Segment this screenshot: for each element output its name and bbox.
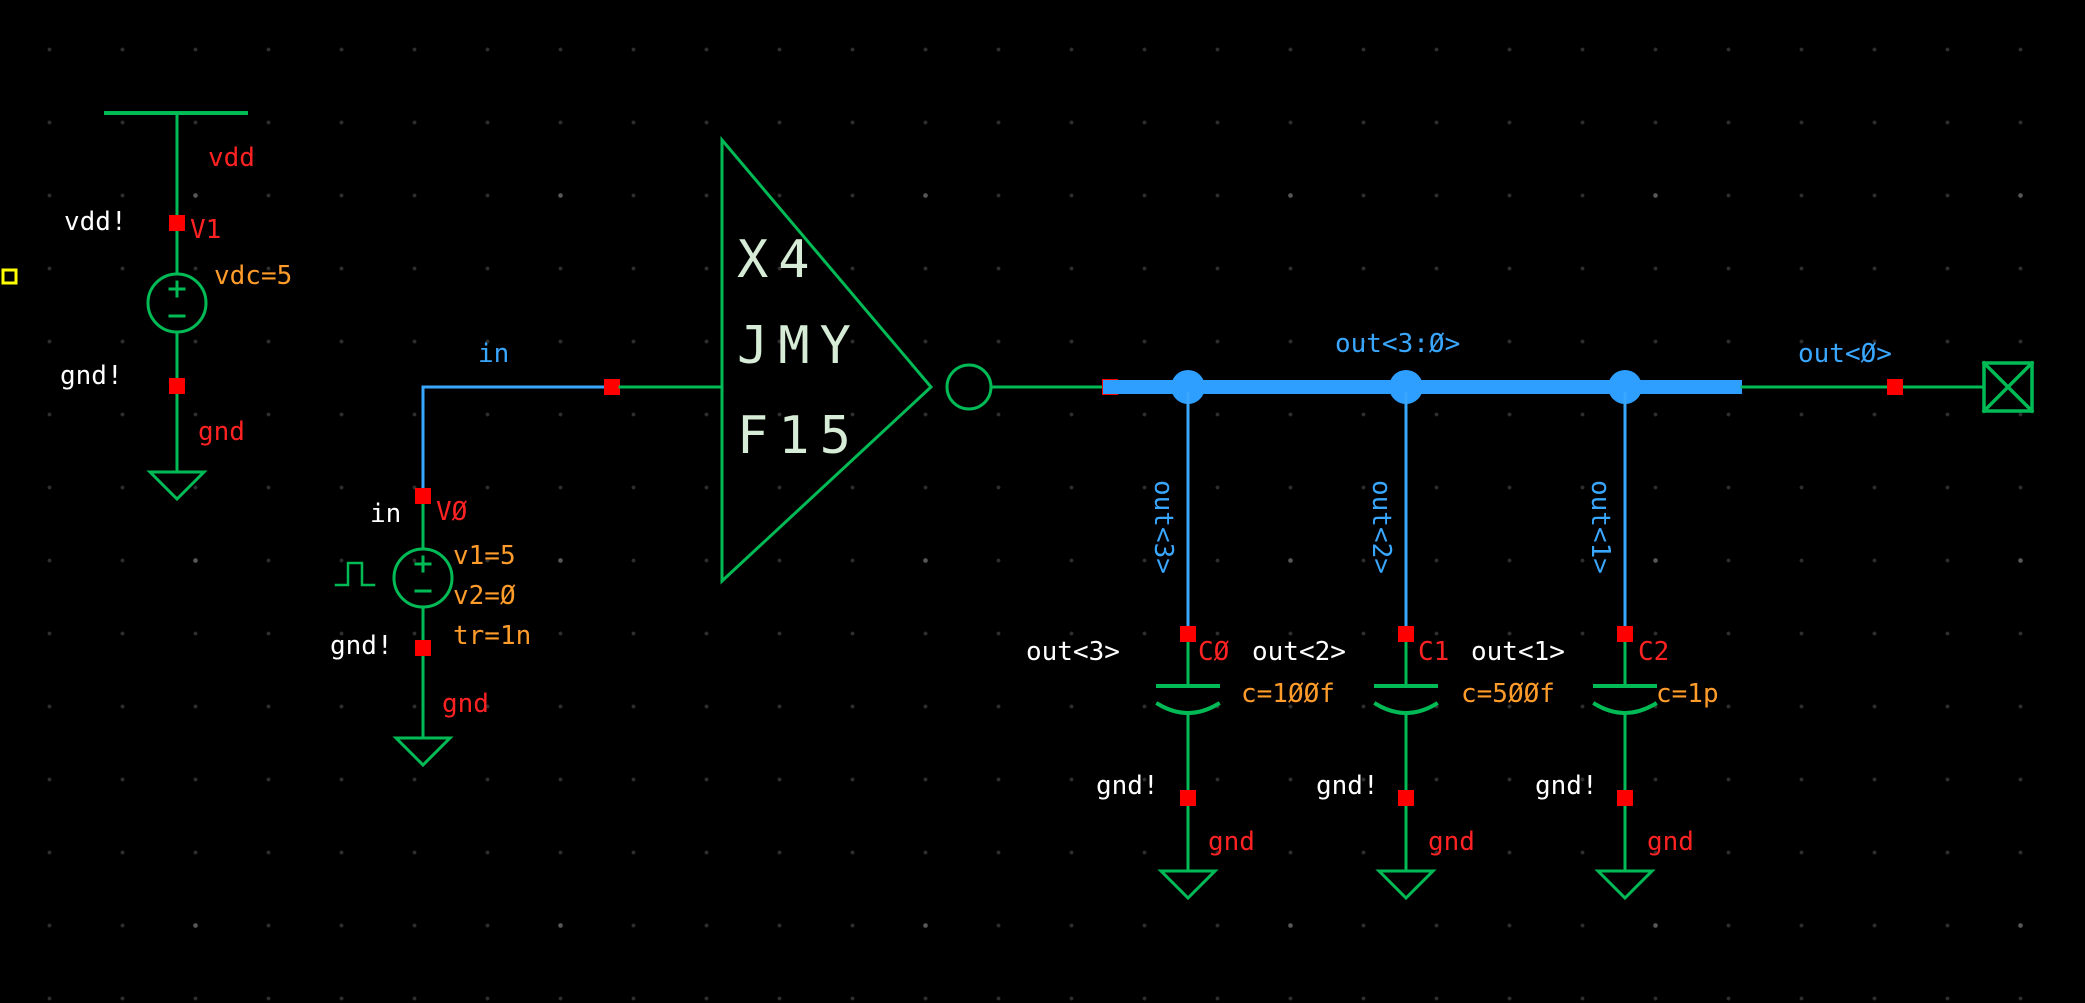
bus-tap-out2[interactable] xyxy=(1389,370,1423,404)
pin-v0-plus[interactable] xyxy=(415,488,431,504)
buffer-instance-label[interactable]: X4 xyxy=(737,230,820,290)
net-label-c2-gnd-bang[interactable]: gnd! xyxy=(1535,771,1598,801)
bus-label-out-3-0[interactable]: out<3:Ø> xyxy=(1335,329,1461,359)
buffer-output-bubble[interactable] xyxy=(945,363,993,411)
buffer-cell-label-1[interactable]: JMY xyxy=(737,316,861,376)
wire-net-in[interactable] xyxy=(421,385,614,492)
bus-tap-out1[interactable] xyxy=(1608,370,1642,404)
pin-v0-minus[interactable] xyxy=(415,640,431,656)
param-label-c0[interactable]: c=1ØØf xyxy=(1241,679,1335,709)
net-label-v0-gnd-bang[interactable]: gnd! xyxy=(330,631,393,661)
param-label-c1[interactable]: c=5ØØf xyxy=(1461,679,1555,709)
origin-marker xyxy=(1,268,18,285)
gnd-symbol-c2[interactable] xyxy=(1594,869,1656,901)
wire-label-out1[interactable]: out<1> xyxy=(1585,480,1615,574)
net-label-vdd-bang[interactable]: vdd! xyxy=(64,207,127,237)
pin-box[interactable] xyxy=(1982,361,2034,413)
net-label-out1[interactable]: out<1> xyxy=(1471,637,1565,667)
wire-label-out2[interactable]: out<2> xyxy=(1366,480,1396,574)
gnd-symbol-c1[interactable] xyxy=(1375,869,1437,901)
gnd-symbol-v1[interactable] xyxy=(146,470,208,502)
pin-c0-top[interactable] xyxy=(1180,626,1196,642)
pulse-waveform-icon xyxy=(334,561,376,587)
vpulse-source-v0[interactable] xyxy=(334,502,454,768)
instance-label-v1[interactable]: V1 xyxy=(190,215,222,245)
capacitor-c1[interactable] xyxy=(1373,640,1439,901)
pin-v1-plus[interactable] xyxy=(169,215,185,231)
wire-label-out3[interactable]: out<3> xyxy=(1148,480,1178,574)
bus-tap-out3[interactable] xyxy=(1171,370,1205,404)
net-label-c0-gnd[interactable]: gnd xyxy=(1208,827,1255,857)
pin-c1-top[interactable] xyxy=(1398,626,1414,642)
pin-box-x-icon xyxy=(1981,360,2035,414)
pin-c2-top[interactable] xyxy=(1617,626,1633,642)
net-label-out3[interactable]: out<3> xyxy=(1026,637,1120,667)
param-label-v0-v2[interactable]: v2=Ø xyxy=(453,581,516,611)
instance-label-v0[interactable]: VØ xyxy=(436,497,468,527)
pin-c2-bottom[interactable] xyxy=(1617,790,1633,806)
wire-label-out0[interactable]: out<Ø> xyxy=(1798,339,1892,369)
instance-label-c0[interactable]: CØ xyxy=(1198,637,1230,667)
net-label-out2[interactable]: out<2> xyxy=(1252,637,1346,667)
capacitor-c0[interactable] xyxy=(1155,640,1221,901)
net-label-c0-gnd-bang[interactable]: gnd! xyxy=(1096,771,1159,801)
pin-v1-minus[interactable] xyxy=(169,378,185,394)
capacitor-c2[interactable] xyxy=(1592,640,1658,901)
net-label-in[interactable]: in xyxy=(370,499,402,529)
net-label-v0-gnd[interactable]: gnd xyxy=(442,689,489,719)
gnd-symbol-c0[interactable] xyxy=(1157,869,1219,901)
net-label-c1-gnd[interactable]: gnd xyxy=(1428,827,1475,857)
net-label-v1-gnd[interactable]: gnd xyxy=(198,417,245,447)
buffer-triangle[interactable] xyxy=(720,135,934,585)
net-label-v1-gnd-bang[interactable]: gnd! xyxy=(60,361,123,391)
pin-c1-bottom[interactable] xyxy=(1398,790,1414,806)
wire-label-in[interactable]: in xyxy=(478,339,510,369)
net-label-c1-gnd-bang[interactable]: gnd! xyxy=(1316,771,1379,801)
pin-in-wire[interactable] xyxy=(604,379,620,395)
param-label-c2[interactable]: c=1p xyxy=(1656,679,1719,709)
output-pin-symbol[interactable] xyxy=(1981,360,2035,414)
instance-label-c2[interactable]: C2 xyxy=(1638,637,1670,667)
vdc-source-v1[interactable] xyxy=(104,111,248,502)
gnd-symbol-v0[interactable] xyxy=(392,736,454,768)
param-label-v0-tr[interactable]: tr=1n xyxy=(453,621,532,651)
param-label-v0-v1[interactable]: v1=5 xyxy=(453,541,516,571)
net-label-vdd[interactable]: vdd xyxy=(208,143,255,173)
param-label-v1-vdc[interactable]: vdc=5 xyxy=(214,261,293,291)
pin-out0-wire[interactable] xyxy=(1887,379,1903,395)
buffer-cell-label-2[interactable]: F15 xyxy=(737,406,861,466)
instance-label-c1[interactable]: C1 xyxy=(1418,637,1450,667)
buffer-x4[interactable] xyxy=(618,135,1104,585)
net-label-c2-gnd[interactable]: gnd xyxy=(1647,827,1694,857)
pin-c0-bottom[interactable] xyxy=(1180,790,1196,806)
